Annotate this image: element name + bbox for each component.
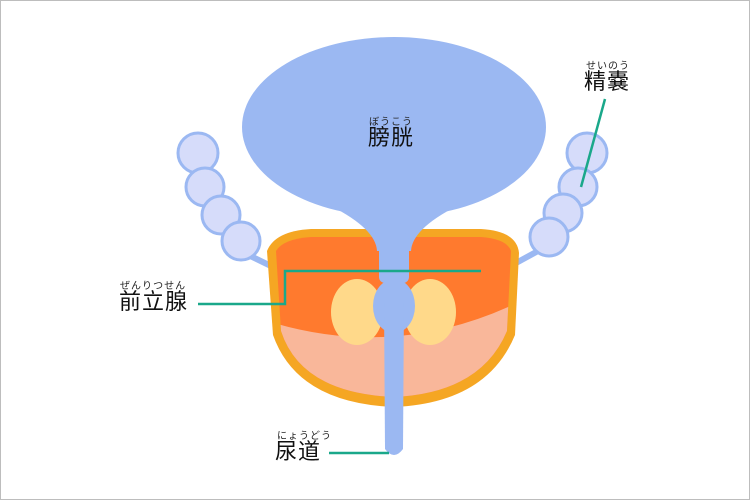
bladder-label: ぼうこう 膀胱 (368, 113, 414, 150)
prostate-text: 前立腺 (119, 290, 189, 315)
urethra (384, 301, 404, 455)
bladder (242, 37, 546, 217)
bladder-text: 膀胱 (368, 126, 415, 151)
prostate-lobe-right (404, 279, 456, 345)
seminal-vesicle-label: せいのう 精嚢 (584, 57, 630, 94)
bladder-neck (331, 206, 457, 251)
prostate-lobe-left (331, 279, 383, 345)
prostate-leader-line (198, 269, 481, 306)
seminal-vesicle-text: 精嚢 (584, 70, 631, 95)
leader-lines (198, 98, 607, 455)
urethra-label: にょうどう 尿道 (275, 427, 332, 464)
urethra-upper (379, 233, 409, 283)
seminal-vesicle-right (514, 131, 609, 266)
seminal-leader-line (579, 98, 607, 188)
prostate-label: ぜんりつせん 前立腺 (119, 277, 188, 314)
seminal-vesicle-ruby: せいのう (586, 61, 630, 72)
prostate-ruby: ぜんりつせん (120, 281, 187, 292)
urethra-text: 尿道 (275, 440, 322, 465)
bladder-ruby: ぼうこう (369, 117, 413, 128)
seminal-vesicle-left (176, 131, 275, 270)
urethra-ruby: にょうどう (277, 431, 332, 442)
